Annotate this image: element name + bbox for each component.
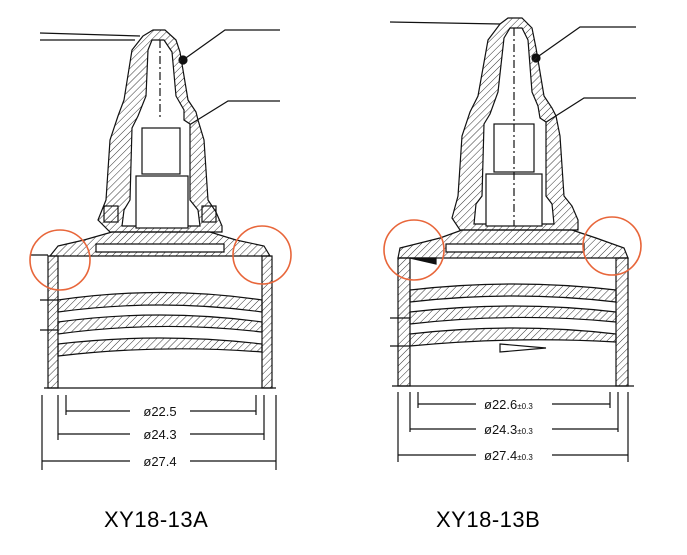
thread-2: [57, 314, 263, 335]
thread-1: [409, 283, 617, 303]
leader-line: [185, 100, 280, 128]
bore-lower: [135, 175, 189, 229]
dimension-label: ø24.3: [143, 427, 176, 442]
dimension-label: ø27.4: [143, 454, 176, 469]
dimension-label: ø24.3±0.3: [484, 422, 533, 437]
shoulder-left: [103, 205, 119, 223]
thread-3: [409, 327, 617, 347]
dimension-label: ø22.6±0.3: [484, 397, 533, 412]
deck-void: [95, 243, 225, 253]
highlight-circle-left: [29, 229, 91, 291]
highlight-circle-left: [383, 219, 445, 281]
thread-end: [499, 343, 547, 353]
skirt-right: [615, 257, 629, 387]
dimension-label: ø27.4±0.3: [484, 448, 533, 463]
deck-void: [445, 243, 585, 253]
bore: [141, 127, 181, 175]
leader-line: [389, 21, 501, 25]
shoulder-right: [201, 205, 217, 223]
cap-drawing-b: [383, 17, 642, 462]
model-caption-b: XY18-13B: [436, 507, 541, 532]
thread-1: [57, 291, 263, 313]
model-caption-a: XY18-13A: [104, 507, 209, 532]
skirt-left: [47, 255, 59, 389]
cap-drawing-a: [29, 29, 292, 470]
dimension-label: ø22.5: [143, 404, 176, 419]
skirt-right: [261, 255, 273, 389]
thread-2: [409, 305, 617, 325]
highlight-circle-right: [582, 216, 642, 276]
leader-line: [39, 32, 141, 37]
highlight-circle-right: [232, 225, 292, 285]
leader-line: [535, 26, 636, 59]
wedge-left: [409, 257, 437, 265]
leader-line: [182, 29, 280, 61]
thread-3: [57, 337, 263, 357]
